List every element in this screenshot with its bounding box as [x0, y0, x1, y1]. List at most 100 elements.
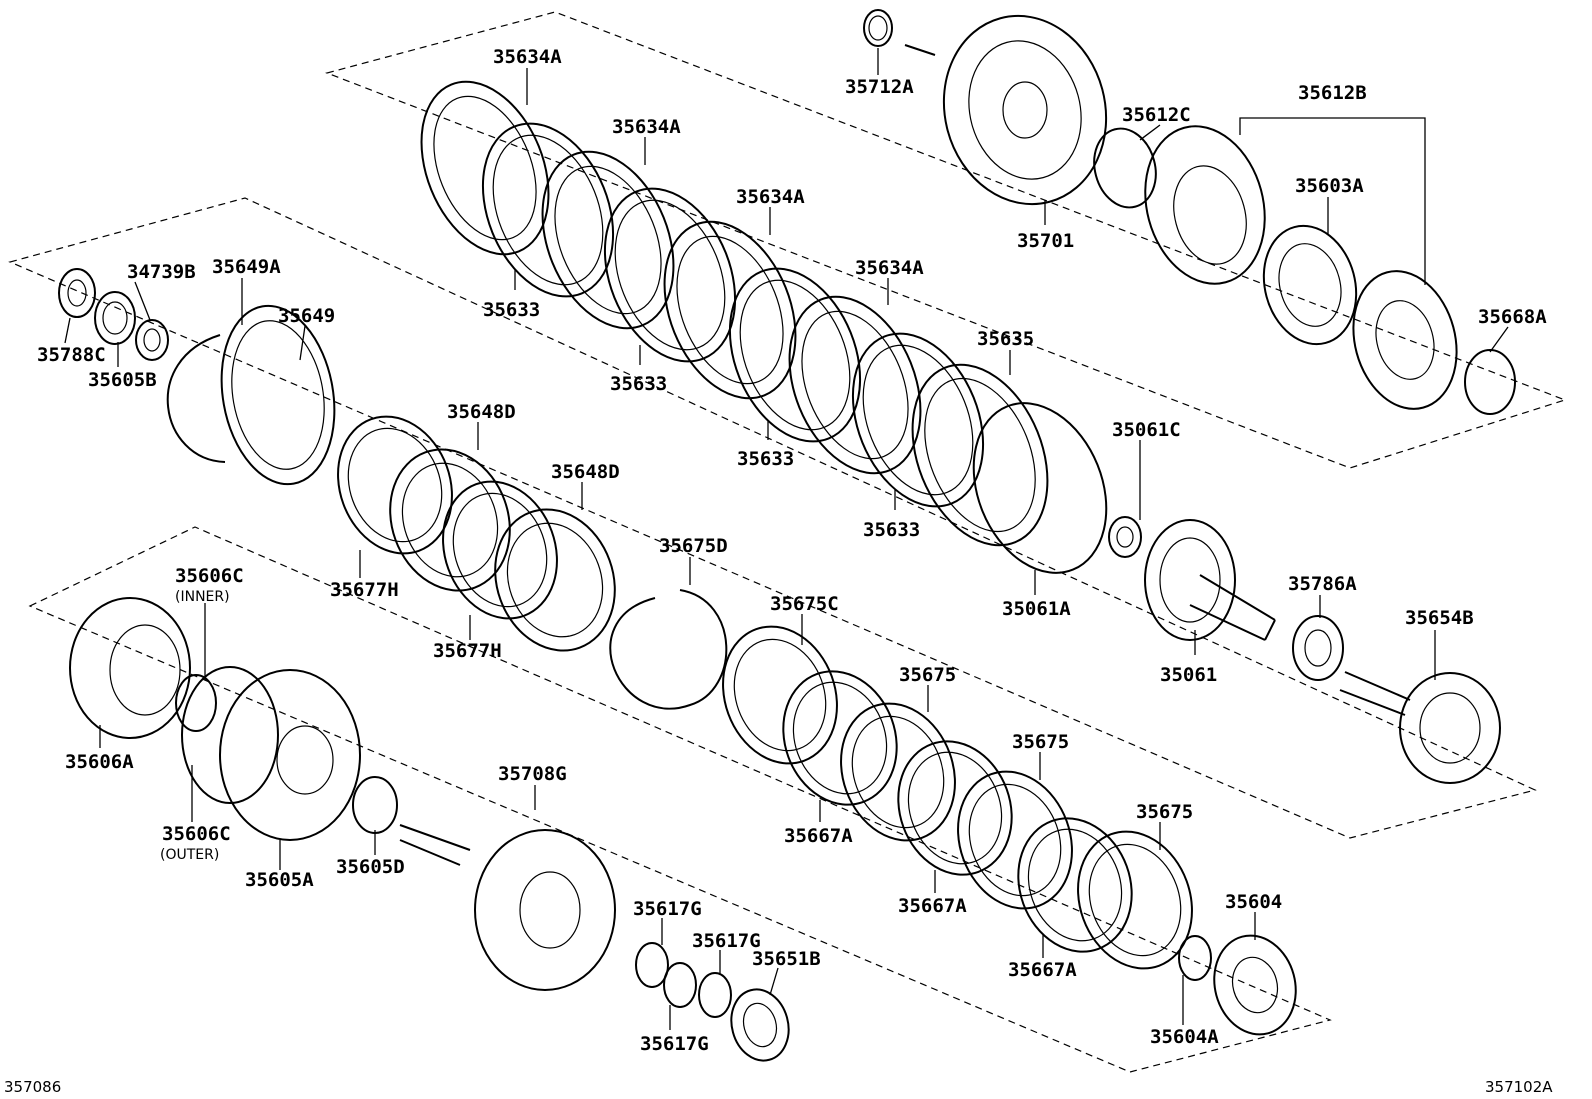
- label-35605B: 35605B: [88, 369, 157, 391]
- clutch-disc-35648D-1: [389, 448, 511, 592]
- label-35061: 35061: [1160, 664, 1217, 686]
- label-35786A: 35786A: [1288, 573, 1357, 595]
- part-labels: 35634A 35634A 35634A 35634A 35633 35633 …: [37, 46, 1547, 1055]
- drum-35708G: [399, 824, 616, 991]
- clutch-plate-35633-4: [851, 332, 985, 508]
- piston-35606A: [69, 597, 191, 739]
- clutch-plate-35677H-2: [442, 480, 558, 620]
- label-35633-1: 35633: [483, 299, 540, 321]
- clutch-disc-35634A-3: [663, 220, 797, 400]
- label-35634A-4: 35634A: [855, 257, 924, 279]
- label-35061A: 35061A: [1002, 598, 1071, 620]
- label-35606C-inner: 35606C: [175, 565, 244, 587]
- label-35649: 35649: [278, 305, 335, 327]
- label-35668A: 35668A: [1478, 306, 1547, 328]
- label-35605D: 35605D: [336, 856, 405, 878]
- label-35712A: 35712A: [845, 76, 914, 98]
- label-35606A: 35606A: [65, 751, 134, 773]
- label-35677H-2: 35677H: [433, 640, 502, 662]
- shaft-hub-35061: [1144, 519, 1276, 641]
- spring-retainer-35604: [1213, 934, 1297, 1036]
- thrust-bearing-35651B: [730, 988, 790, 1062]
- label-35651B: 35651B: [752, 948, 821, 970]
- clutch-flange-35635: [911, 363, 1049, 547]
- clutch-disc-35675-3: [1077, 830, 1193, 970]
- label-35649A: 35649A: [212, 256, 281, 278]
- label-35654B: 35654B: [1405, 607, 1474, 629]
- label-35604A: 35604A: [1150, 1026, 1219, 1048]
- washer-34739B: [135, 319, 169, 361]
- snap-ring-35649A: [166, 334, 226, 463]
- clutch-plate-35677H-1: [337, 415, 453, 555]
- label-35634A-1: 35634A: [493, 46, 562, 68]
- label-35675D: 35675D: [659, 535, 728, 557]
- label-35677H-1: 35677H: [330, 579, 399, 601]
- leader-lines: [64, 48, 1509, 1030]
- label-35667A-2: 35667A: [898, 895, 967, 917]
- label-35612B: 35612B: [1298, 82, 1367, 104]
- retainer-plate-35612B: [1352, 270, 1458, 410]
- label-35633-4: 35633: [863, 519, 920, 541]
- label-35635: 35635: [977, 328, 1034, 350]
- clutch-plate-35667A-3: [1017, 817, 1133, 953]
- thrust-washer-35617G-1: [635, 942, 669, 988]
- label-35617G-1: 35617G: [633, 898, 702, 920]
- drum-35701: [904, 14, 1108, 206]
- piston-35612B: [1144, 125, 1266, 285]
- label-35648D-2: 35648D: [551, 461, 620, 483]
- label-35667A-3: 35667A: [1008, 959, 1077, 981]
- label-35612C: 35612C: [1122, 104, 1191, 126]
- figure-id-left: 357086: [4, 1078, 61, 1096]
- washer-35788C: [58, 268, 96, 318]
- clutch-disc-35648D-2: [494, 508, 616, 652]
- label-35634A-2: 35634A: [612, 116, 681, 138]
- drum-35605A: [219, 669, 361, 841]
- label-35708G: 35708G: [498, 763, 567, 785]
- bearing-35061C: [1108, 516, 1142, 558]
- label-35675-1: 35675: [899, 664, 956, 686]
- clutch-disc-35634A-4: [788, 295, 922, 475]
- clutch-disc-35675-1: [840, 702, 956, 842]
- label-35603A: 35603A: [1295, 175, 1364, 197]
- drum-35654B: [1339, 671, 1501, 784]
- o-ring-35605D: [352, 776, 398, 834]
- thrust-washer-35786A: [1292, 615, 1344, 681]
- snap-ring-35668A: [1464, 349, 1516, 415]
- seal-ring-35712A: [863, 9, 893, 47]
- spring-retainer-35603A: [1262, 224, 1358, 346]
- thrust-washer-35617G-3: [698, 972, 732, 1018]
- label-35634A-3: 35634A: [736, 186, 805, 208]
- label-35617G-2: 35617G: [692, 930, 761, 952]
- clutch-plate-35667A-1: [782, 670, 898, 806]
- snap-ring-35675D: [609, 589, 728, 710]
- label-35617G-3: 35617G: [640, 1033, 709, 1055]
- clutch-disc-35675-2: [957, 770, 1073, 910]
- label-34739B: 34739B: [127, 261, 196, 283]
- label-35633-3: 35633: [737, 448, 794, 470]
- label-35604: 35604: [1225, 891, 1282, 913]
- label-35675-3: 35675: [1136, 801, 1193, 823]
- label-35667A-1: 35667A: [784, 825, 853, 847]
- clutch-disc-35634A-1: [420, 80, 550, 256]
- o-ring-35606C-outer: [181, 666, 279, 804]
- snap-ring-35604A: [1178, 935, 1212, 981]
- snap-ring-35061A: [972, 402, 1108, 574]
- thrust-washer-35617G-2: [663, 962, 697, 1008]
- label-35061C: 35061C: [1112, 419, 1181, 441]
- clutch-plate-35667A-2: [897, 740, 1013, 876]
- group-outline-middle: [8, 197, 1537, 839]
- needle-bearing-35605B: [94, 291, 136, 345]
- label-35605A: 35605A: [245, 869, 314, 891]
- o-ring-35606C-inner: [175, 674, 217, 732]
- label-35675C: 35675C: [770, 593, 839, 615]
- label-35648D-1: 35648D: [447, 401, 516, 423]
- label-35675-2: 35675: [1012, 731, 1069, 753]
- o-ring-35612C: [1093, 127, 1157, 209]
- note-inner: (INNER): [175, 589, 230, 605]
- label-35788C: 35788C: [37, 344, 106, 366]
- figure-id-right: 357102A: [1485, 1078, 1553, 1096]
- label-35701: 35701: [1017, 230, 1074, 252]
- clutch-disc-35675C: [722, 625, 838, 765]
- group-outline-bottom: [28, 526, 1332, 1073]
